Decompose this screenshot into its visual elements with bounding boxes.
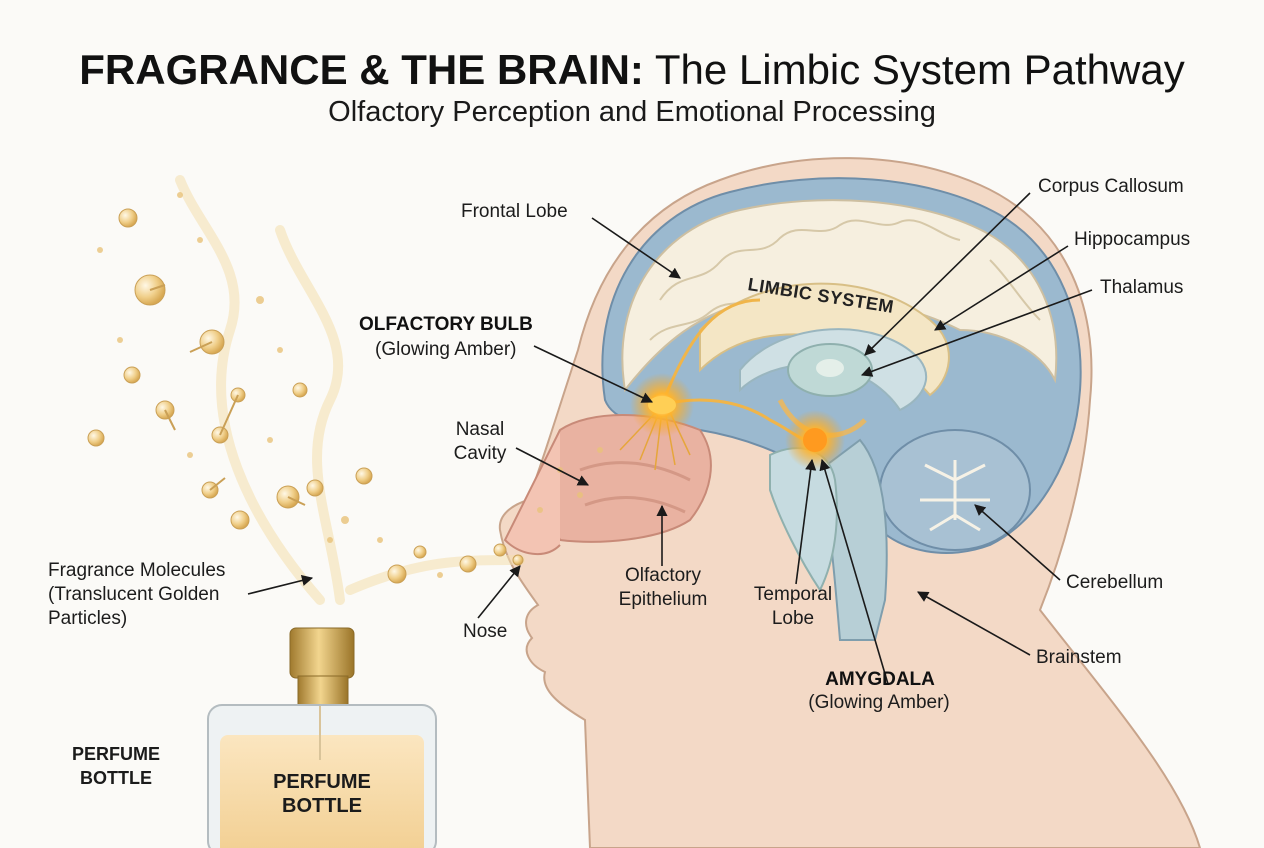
nose-shape [503, 429, 561, 556]
label-olfactory-bulb: OLFACTORY BULB [359, 314, 533, 335]
label-nasal-cavity-line1: Nasal [455, 419, 505, 440]
label-corpus-callosum: Corpus Callosum [1038, 176, 1184, 197]
label-fragrance-line3: Particles) [48, 608, 128, 629]
diagram-subtitle: Olfactory Perception and Emotional Proce… [328, 96, 936, 128]
leader-lines [247, 192, 1093, 685]
corpus-callosum [739, 328, 927, 412]
perfume-bottle [207, 627, 437, 848]
label-olfactory-epithelium: Olfactory Epithelium [604, 564, 722, 612]
label-olfactory-bulb-sub: (Glowing Amber) [375, 339, 517, 360]
label-temporal-line2: Lobe [771, 608, 815, 629]
label-amygdala-sub: (Glowing Amber) [808, 692, 950, 713]
title-bold: FRAGRANCE & THE BRAIN: [79, 46, 644, 93]
label-temporal-line1: Temporal [753, 584, 833, 605]
label-nose: Nose [463, 621, 508, 642]
fragrance-particles [87, 208, 524, 584]
label-amygdala: AMYGDALA [825, 669, 935, 690]
label-nasal-cavity-line2: Cavity [453, 443, 507, 464]
label-perfume-bottle-on-bottle: PERFUME BOTTLE [250, 770, 394, 818]
fragrance-swirl [175, 175, 525, 605]
label-nasal-cavity: Nasal Cavity [444, 418, 516, 466]
diagram-title: FRAGRANCE & THE BRAIN: The Limbic System… [0, 46, 1264, 94]
label-hippocampus: Hippocampus [1074, 229, 1191, 250]
label-perfume-bottle-line1: PERFUME [273, 771, 371, 793]
label-frontal-lobe: Frontal Lobe [461, 201, 568, 222]
label-perfume-bottle-left: PERFUME BOTTLE [64, 742, 168, 790]
label-brainstem: Brainstem [1036, 647, 1122, 668]
label-epithelium-line2: Epithelium [618, 589, 708, 610]
limbic-band [699, 282, 950, 397]
label-perfume-left-line2: BOTTLE [80, 768, 152, 788]
label-fragrance-line2: (Translucent Golden [48, 584, 220, 605]
label-perfume-bottle-line2: BOTTLE [282, 795, 362, 817]
label-fragrance-molecules: Fragrance Molecules (Translucent Golden … [48, 559, 225, 631]
label-fragrance-line1: Fragrance Molecules [48, 560, 226, 581]
label-epithelium-line1: Olfactory [624, 565, 702, 586]
label-perfume-left-line1: PERFUME [71, 744, 160, 764]
label-cerebellum: Cerebellum [1066, 572, 1164, 593]
title-rest: The Limbic System Pathway [643, 46, 1185, 93]
label-thalamus: Thalamus [1100, 277, 1184, 298]
label-temporal-lobe: Temporal Lobe [744, 583, 842, 631]
